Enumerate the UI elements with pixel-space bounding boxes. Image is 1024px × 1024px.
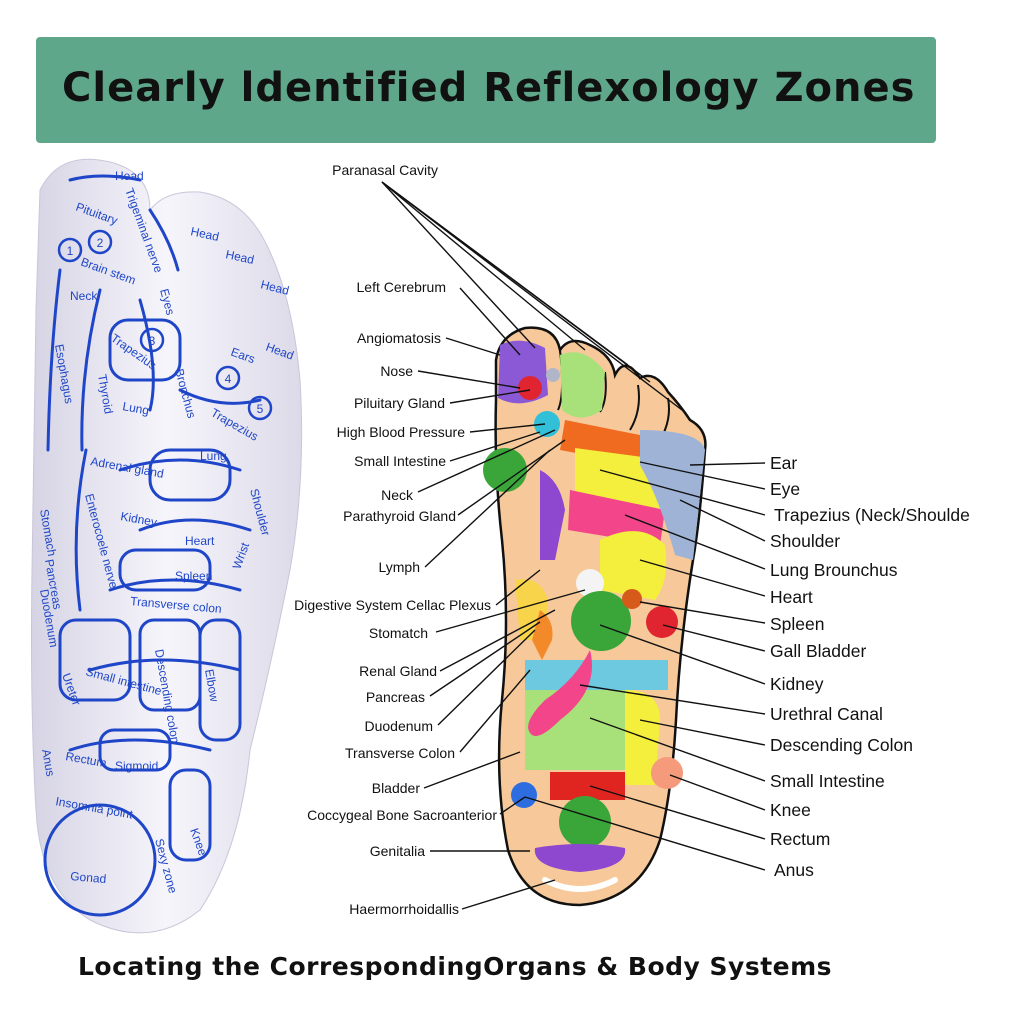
foot-label-left: High Blood Pressure: [337, 424, 466, 440]
foot-label-left: Small Intestine: [354, 453, 446, 469]
sock-number: 1: [67, 244, 74, 258]
sock-label: Kidney: [119, 509, 158, 529]
sock-number: 3: [149, 334, 156, 348]
foot-label-left: Lymph: [378, 559, 420, 575]
foot-label-left: Parathyroid Gland: [343, 508, 456, 524]
sock-number: 5: [257, 402, 264, 416]
leader-lines: [381, 181, 766, 910]
sock-label: Head: [224, 247, 255, 267]
sock-label: Lung: [200, 449, 227, 463]
footer-caption: Locating the CorrespondingOrgans & Body …: [78, 952, 833, 981]
foot-label-right: Lung Brounchus: [770, 560, 898, 580]
sock-label: Sigmoid: [115, 759, 158, 773]
foot-label-right: Eye: [770, 479, 800, 499]
foot-label-right: Spleen: [770, 614, 825, 634]
sock-label: Head: [259, 277, 290, 298]
sock-label: Spleen: [175, 569, 212, 583]
foot-label-left: Left Cerebrum: [357, 279, 446, 295]
sock-label: Neck: [70, 289, 98, 303]
sock-numbers: 1 2 3 4 5: [67, 236, 264, 416]
foot-label-left: Duodenum: [365, 718, 434, 734]
foot-label-right: Ear: [770, 453, 797, 473]
sock-number: 4: [225, 372, 232, 386]
foot-label-left: Neck: [381, 487, 414, 503]
sock-label: Eyes: [157, 287, 177, 316]
foot-label-left: Digestive System Cellac Plexus: [294, 597, 491, 613]
sock-number-circles: [57, 229, 273, 421]
foot-label-left: Piluitary Gland: [354, 395, 445, 411]
foot-label-right: Urethral Canal: [770, 704, 883, 724]
foot-label-left: Coccygeal Bone Sacroanterior: [307, 807, 497, 823]
foot-label-right: Shoulder: [770, 531, 840, 551]
foot-label-left: Angiomatosis: [357, 330, 441, 346]
foot-label-right: Heart: [770, 587, 813, 607]
foot-label-left: Nose: [380, 363, 413, 379]
sock-label: Head: [189, 224, 220, 244]
sock-label: Heart: [185, 534, 215, 548]
foot-label-left: Genitalia: [370, 843, 425, 859]
foot-label-left: Transverse Colon: [345, 745, 455, 761]
foot-label-left: Pancreas: [366, 689, 425, 705]
foot-label-right: Anus: [774, 860, 814, 880]
sock-label: Elbow: [202, 668, 222, 703]
foot-label-right: Trapezius (Neck/Shoulde: [774, 505, 970, 525]
foot-label-left: Renal Gland: [359, 663, 437, 679]
foot-label-left: Bladder: [372, 780, 421, 796]
sock-label: Gonad: [70, 869, 107, 886]
foot-label-right: Kidney: [770, 674, 824, 694]
sock-label: Lung: [121, 399, 150, 417]
foot-label-left: Stomatch: [369, 625, 428, 641]
page-title: Clearly ldentified Reflexology Zones: [62, 65, 916, 111]
sock-number: 2: [97, 236, 104, 250]
title-banner: Clearly ldentified Reflexology Zones: [36, 37, 936, 143]
foot-label-right: Rectum: [770, 829, 830, 849]
foot-label-left: Haermorrhoidallis: [349, 901, 459, 917]
sock-label: Thyroid: [95, 373, 116, 415]
foot-label-left: Paranasal Cavity: [332, 162, 438, 178]
sock-label: Head: [115, 169, 144, 183]
sock-label: Anus: [39, 748, 58, 777]
foot-label-right: Descending Colon: [770, 735, 913, 755]
foot-label-right: Gall Bladder: [770, 641, 866, 661]
foot-label-right: Knee: [770, 800, 811, 820]
foot-label-right: Small Intestine: [770, 771, 885, 791]
